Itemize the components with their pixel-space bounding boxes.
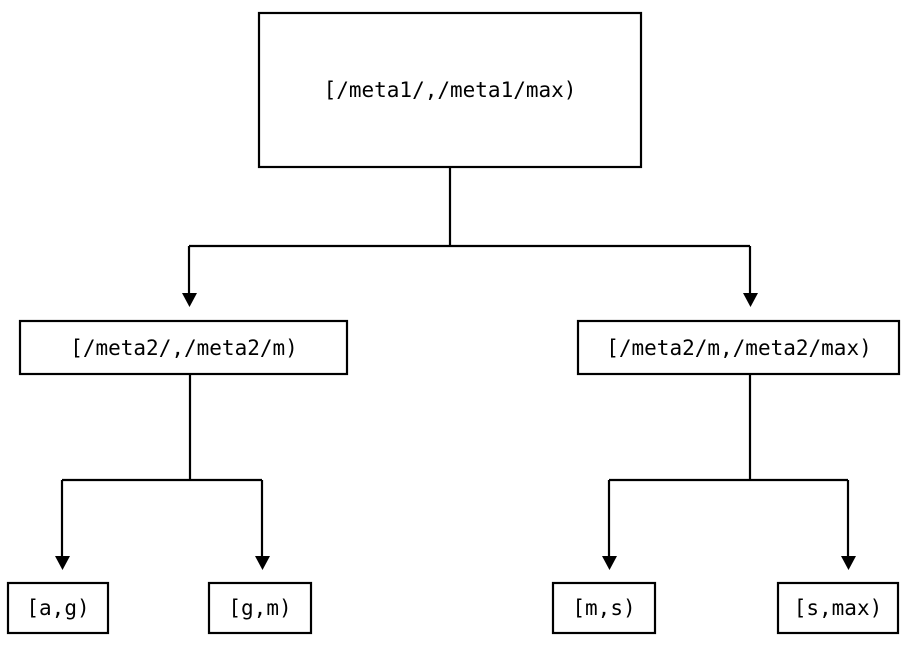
node-mid-right-box[interactable] xyxy=(576,319,901,376)
arrowhead-leaf-a-g xyxy=(55,556,70,570)
node-leaf-a-g[interactable]: [a,g) xyxy=(6,581,110,635)
node-root-label: [/meta1/,/meta1/max) xyxy=(324,78,577,102)
node-leaf-a-g-box[interactable] xyxy=(6,581,110,635)
node-mid-left-label: [/meta2/,/meta2/m) xyxy=(70,336,298,360)
edge-group-root xyxy=(182,167,758,307)
node-mid-right-label: [/meta2/m,/meta2/max) xyxy=(606,336,872,360)
node-root-box[interactable] xyxy=(257,11,643,169)
arrowhead-leaf-m-s xyxy=(602,556,617,570)
node-leaf-m-s[interactable]: [m,s) xyxy=(551,581,657,635)
arrowhead-leaf-s-max xyxy=(841,556,856,570)
node-leaf-g-m-label: [g,m) xyxy=(228,596,291,620)
node-leaf-s-max-box[interactable] xyxy=(776,581,900,635)
arrowhead-mid-right xyxy=(743,293,758,307)
node-leaf-g-m-box[interactable] xyxy=(207,581,313,635)
arrowhead-mid-left xyxy=(182,293,197,307)
node-leaf-g-m[interactable]: [g,m) xyxy=(207,581,313,635)
node-leaf-s-max[interactable]: [s,max) xyxy=(776,581,900,635)
edge-group-mid-right xyxy=(602,375,856,570)
node-leaf-m-s-box[interactable] xyxy=(551,581,657,635)
edge-group-mid-left xyxy=(55,375,270,570)
node-leaf-m-s-label: [m,s) xyxy=(572,596,635,620)
node-mid-left-box[interactable] xyxy=(18,319,349,376)
node-root[interactable]: [/meta1/,/meta1/max) xyxy=(257,11,643,169)
node-mid-right[interactable]: [/meta2/m,/meta2/max) xyxy=(576,319,901,376)
node-leaf-s-max-label: [s,max) xyxy=(794,596,883,620)
node-leaf-a-g-label: [a,g) xyxy=(26,596,89,620)
arrowhead-leaf-g-m xyxy=(255,556,270,570)
node-mid-left[interactable]: [/meta2/,/meta2/m) xyxy=(18,319,349,376)
